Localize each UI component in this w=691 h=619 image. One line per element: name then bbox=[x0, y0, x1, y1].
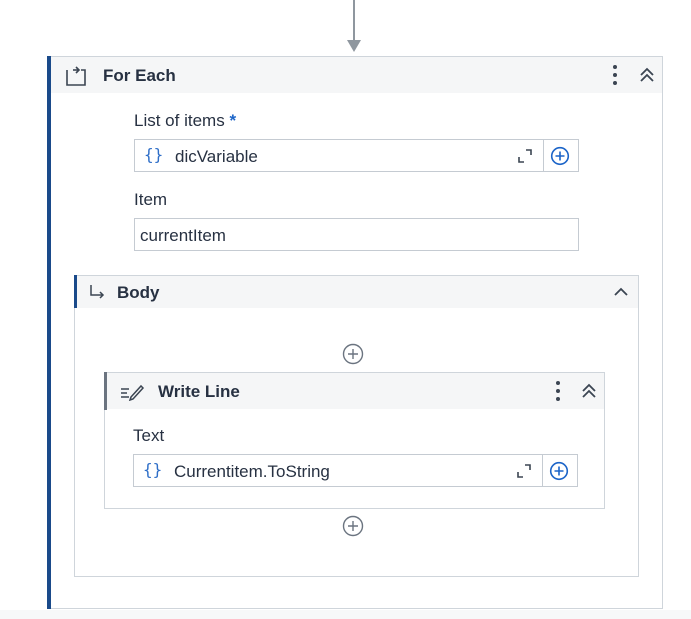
list-of-items-add-button[interactable] bbox=[549, 145, 571, 167]
plus-circle-icon bbox=[342, 343, 364, 365]
incoming-connector-arrow bbox=[347, 40, 361, 52]
write-line-title: Write Line bbox=[158, 382, 240, 401]
menu-dot bbox=[613, 81, 617, 85]
list-of-items-field[interactable]: {} dicVariable bbox=[134, 139, 579, 172]
for-each-selection-bar bbox=[47, 56, 51, 609]
list-of-items-value[interactable]: dicVariable bbox=[175, 147, 258, 166]
expand-corner-icon bbox=[517, 464, 531, 478]
field-divider bbox=[542, 455, 543, 486]
item-label: Item bbox=[134, 190, 168, 209]
menu-dot bbox=[613, 73, 617, 77]
write-line-selection-bar bbox=[104, 372, 107, 410]
add-activity-button-bottom[interactable] bbox=[342, 515, 364, 537]
menu-dot bbox=[556, 397, 560, 401]
write-line-activity[interactable]: Write Line Text {} Currentitem.ToString bbox=[104, 372, 605, 509]
list-of-items-label: List of items * bbox=[134, 111, 236, 131]
body-collapse-button[interactable] bbox=[609, 280, 633, 304]
expression-braces-icon: {} bbox=[144, 145, 164, 164]
write-line-icon bbox=[119, 381, 145, 406]
list-of-items-label-text: List of items bbox=[134, 111, 225, 130]
double-chevron-up-icon bbox=[640, 67, 654, 82]
body-header[interactable]: Body bbox=[77, 276, 638, 308]
expand-editor-button[interactable] bbox=[515, 146, 535, 166]
required-marker: * bbox=[229, 111, 237, 130]
item-value[interactable]: currentItem bbox=[140, 226, 226, 245]
menu-dot bbox=[556, 381, 560, 385]
plus-circle-icon bbox=[342, 515, 364, 537]
text-field[interactable]: {} Currentitem.ToString bbox=[133, 454, 578, 487]
plus-circle-icon bbox=[549, 461, 569, 481]
text-add-button[interactable] bbox=[548, 460, 570, 482]
text-value[interactable]: Currentitem.ToString bbox=[174, 462, 330, 481]
body-container[interactable]: Body bbox=[74, 275, 639, 577]
text-label: Text bbox=[133, 426, 165, 445]
expression-braces-icon: {} bbox=[143, 460, 163, 479]
canvas-bottom-strip bbox=[0, 610, 691, 619]
branch-arrow-icon bbox=[88, 282, 108, 307]
incoming-connector-line bbox=[353, 0, 355, 42]
write-line-menu-button[interactable] bbox=[550, 378, 566, 404]
for-each-activity[interactable]: For Each List of items * {} dicVariable bbox=[47, 56, 663, 609]
expand-editor-button[interactable] bbox=[514, 461, 534, 481]
chevron-up-icon bbox=[614, 287, 628, 296]
item-field[interactable]: currentItem bbox=[134, 218, 579, 251]
expand-corner-icon bbox=[518, 149, 532, 163]
loop-icon bbox=[63, 65, 89, 92]
for-each-header[interactable]: For Each bbox=[51, 57, 662, 93]
body-title: Body bbox=[117, 283, 160, 302]
for-each-menu-button[interactable] bbox=[607, 62, 623, 88]
field-divider bbox=[543, 140, 544, 171]
body-selection-bar bbox=[74, 275, 77, 308]
add-activity-button-top[interactable] bbox=[342, 343, 364, 365]
write-line-header[interactable]: Write Line bbox=[107, 373, 604, 409]
double-chevron-up-icon bbox=[582, 383, 596, 398]
write-line-collapse-button[interactable] bbox=[577, 379, 601, 403]
menu-dot bbox=[613, 65, 617, 69]
for-each-collapse-button[interactable] bbox=[635, 63, 659, 87]
for-each-title: For Each bbox=[103, 66, 176, 85]
plus-circle-icon bbox=[550, 146, 570, 166]
menu-dot bbox=[556, 389, 560, 393]
